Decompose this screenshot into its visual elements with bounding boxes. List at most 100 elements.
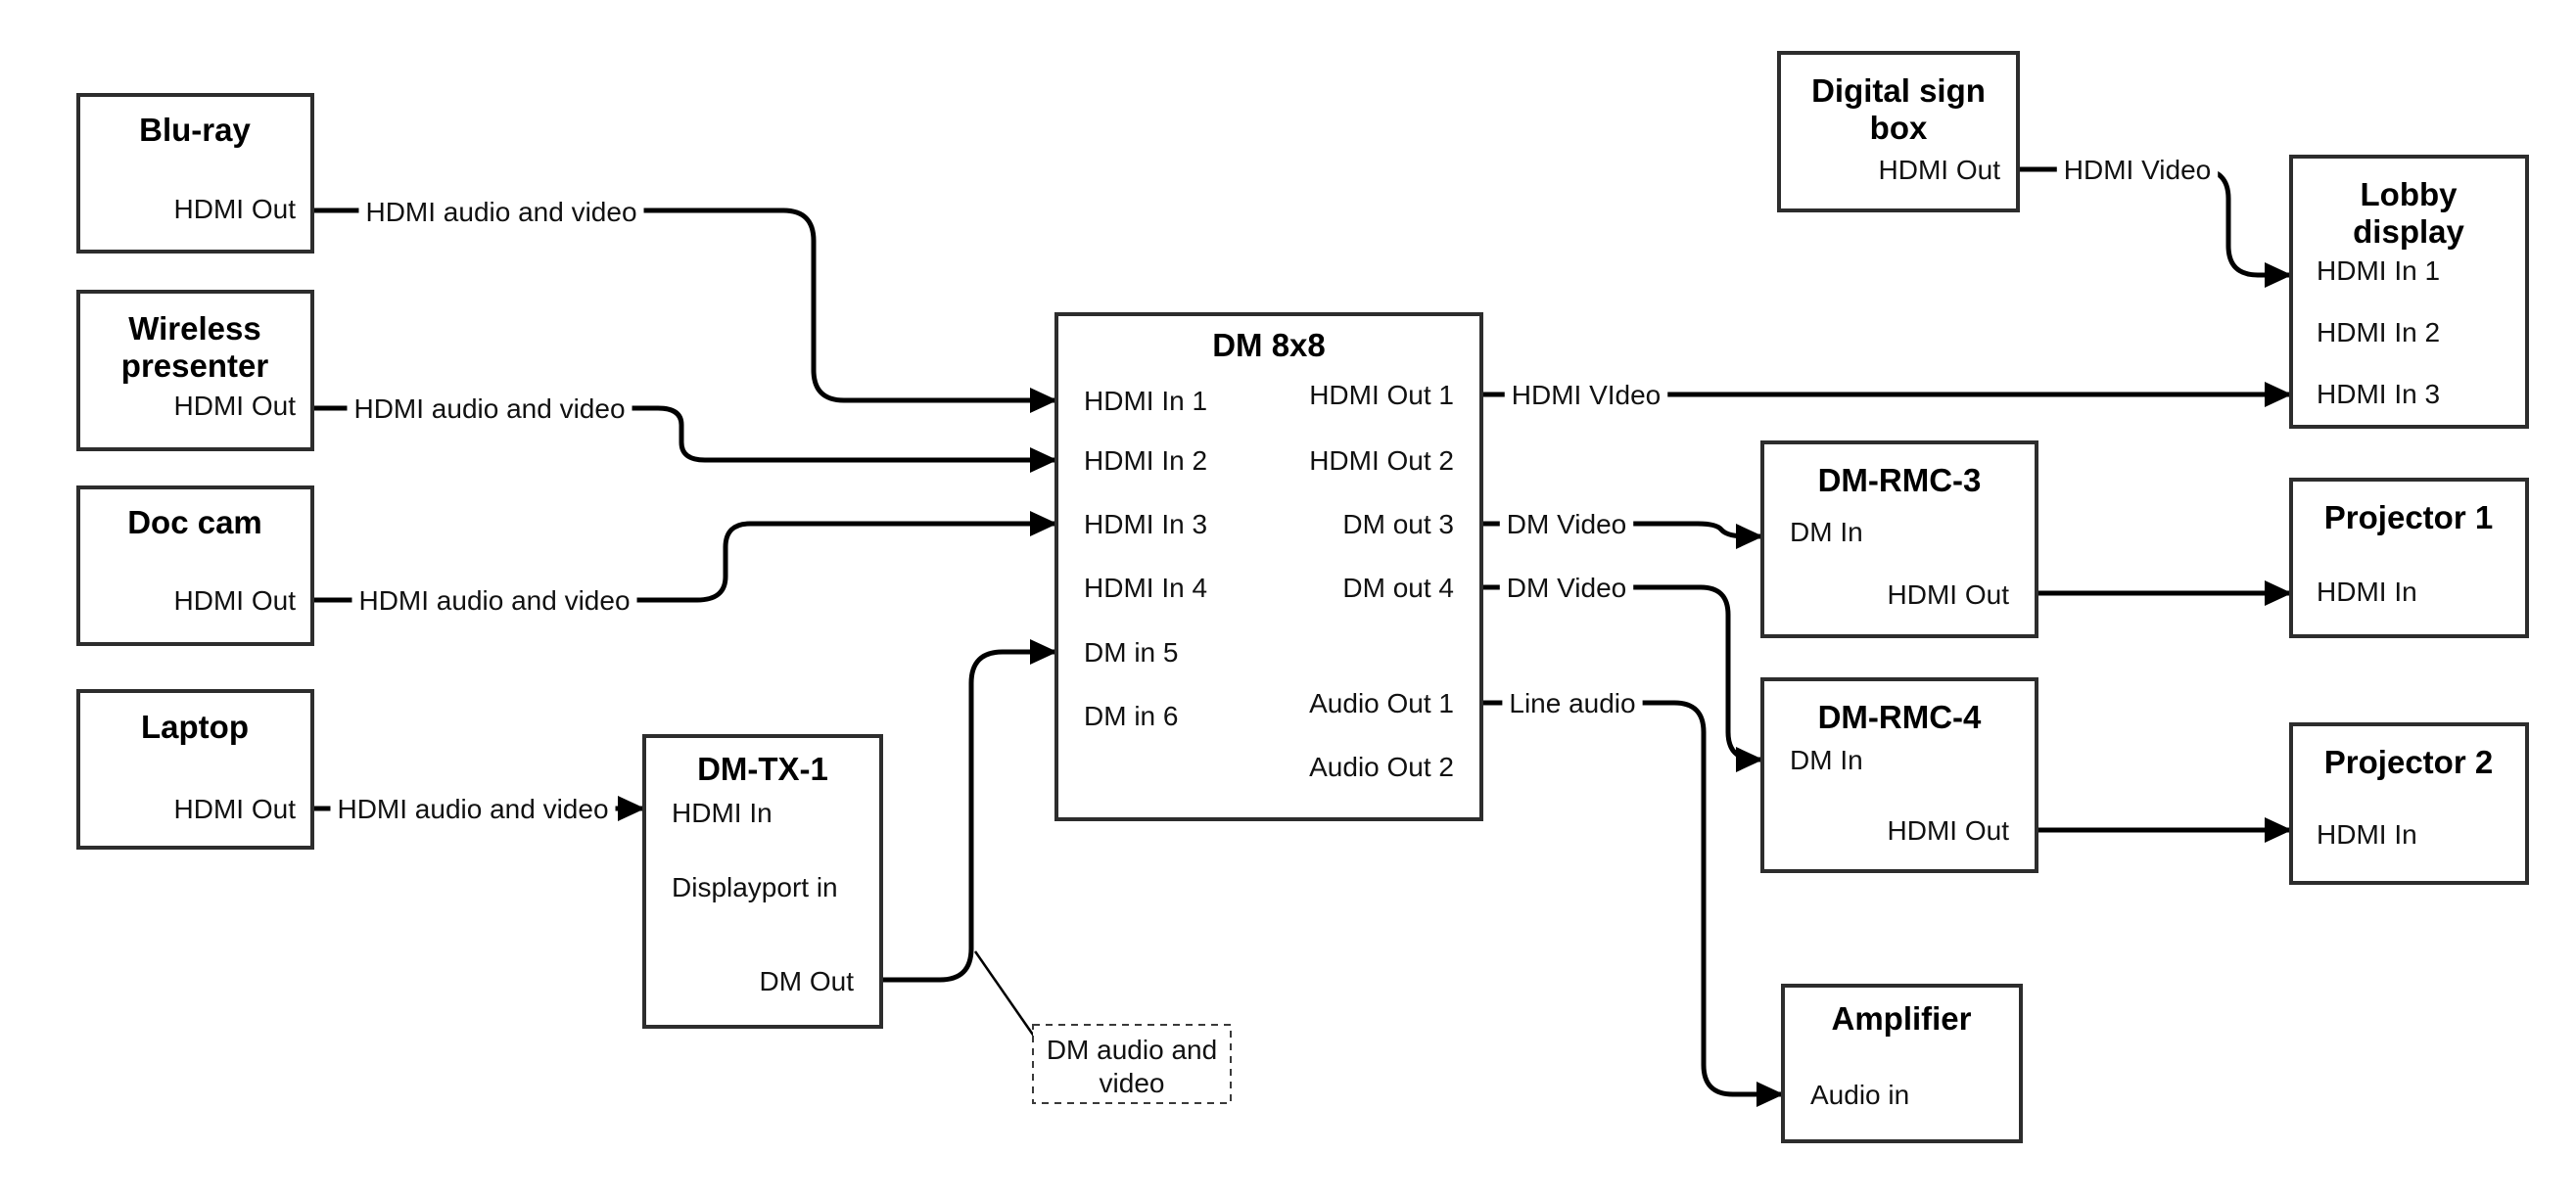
box-wireless-presenter: Wireless presenter HDMI Out [76,290,314,451]
link-dm8x8-out4-to-dmrmc4 [1481,584,1763,772]
box-dmrmc3: DM-RMC-3 DM In HDMI Out [1760,440,2038,638]
label-doccam-link: HDMI audio and video [358,585,630,616]
dm8x8-port-dm-out-3: DM out 3 [1342,509,1454,539]
box-doccam: Doc cam HDMI Out [76,485,314,646]
dmrmc4-outline [1760,677,2038,873]
dmrmc3-port-dm-in: DM In [1790,517,1863,547]
amplifier-outline [1781,984,2023,1143]
projector2-outline [2289,722,2529,885]
dm8x8-port-audio-out-2: Audio Out 2 [1309,752,1454,782]
dm8x8-port-hdmi-in-2: HDMI In 2 [1084,445,1207,476]
callout-dm-audio-video: DM audio and video [1032,1024,1232,1104]
dm8x8-port-audio-out-1: Audio Out 1 [1309,688,1454,718]
label-chip [330,792,616,826]
box-amplifier: Amplifier Audio in [1781,984,2023,1143]
dm8x8-port-dm-out-4: DM out 4 [1342,573,1454,603]
link-dm8x8-out3-to-dmrmc3 [1481,521,1763,549]
label-chip [1499,571,1634,605]
lobby-port-hdmi-in-1: HDMI In 1 [2317,255,2440,286]
link-doccam-to-dm8x8-in3 [312,511,1057,603]
label-line-audio: Line audio [1509,688,1635,718]
dmrmc4-port-hdmi-out: HDMI Out [1888,815,2010,846]
link-dm8x8-aout1-to-amplifier [1481,700,1784,1107]
lobby-outline [2289,155,2529,429]
dm8x8-title: DM 8x8 [1212,327,1326,363]
dmrmc4-title: DM-RMC-4 [1818,699,1982,735]
digitalsign-title-line1: Digital sign [1811,72,1986,109]
callout-outline [1032,1024,1232,1104]
box-dmrmc4: DM-RMC-4 DM In HDMI Out [1760,677,2038,873]
doccam-title: Doc cam [127,504,262,540]
projector1-outline [2289,478,2529,638]
box-projector2: Projector 2 HDMI In [2289,722,2529,885]
wireless-port-hdmi-out: HDMI Out [174,391,297,421]
dm8x8-port-dm-in-5: DM in 5 [1084,637,1178,668]
dmtx1-port-hdmi-in: HDMI In [672,798,773,828]
laptop-title: Laptop [141,709,249,745]
label-bluray-link: HDMI audio and video [365,197,636,227]
box-bluray: Blu-ray HDMI Out [76,93,314,254]
digitalsign-outline [1777,51,2020,212]
amplifier-port-audio-in: Audio in [1810,1080,1909,1110]
doccam-port-hdmi-out: HDMI Out [174,585,297,616]
label-laptop-link: HDMI audio and video [337,794,608,824]
digitalsign-port-hdmi-out: HDMI Out [1879,155,2001,185]
label-chip [358,195,644,229]
callout-text-line1: DM audio and [1047,1035,1217,1065]
amplifier-title: Amplifier [1831,1000,1971,1037]
link-wireless-to-dm8x8-in2 [312,405,1057,473]
dm8x8-port-hdmi-in-1: HDMI In 1 [1084,386,1207,416]
doccam-outline [76,485,314,646]
dmrmc3-port-hdmi-out: HDMI Out [1888,579,2010,610]
dm8x8-port-hdmi-out-2: HDMI Out 2 [1309,445,1454,476]
dm8x8-port-hdmi-out-1: HDMI Out 1 [1309,380,1454,410]
dm8x8-port-dm-in-6: DM in 6 [1084,701,1178,731]
dmrmc3-outline [1760,440,2038,638]
label-chip [1502,686,1643,720]
dmtx1-port-dm-out: DM Out [760,966,855,996]
dmtx1-title: DM-TX-1 [697,751,828,787]
lobby-title-line1: Lobby [2361,176,2459,212]
lobby-port-hdmi-in-3: HDMI In 3 [2317,379,2440,409]
link-dmtx1-to-dm8x8-in5 [881,639,1057,983]
projector2-title: Projector 2 [2324,744,2493,780]
dm8x8-port-hdmi-in-3: HDMI In 3 [1084,509,1207,539]
label-chip [347,392,632,426]
label-dm-video-out4: DM Video [1507,573,1626,603]
bluray-outline [76,93,314,254]
wireless-title-line2: presenter [121,347,269,384]
box-dm8x8: DM 8x8 HDMI In 1 HDMI In 2 HDMI In 3 HDM… [1054,312,1483,821]
dmtx1-port-displayport-in: Displayport in [672,872,838,902]
projector1-title: Projector 1 [2324,499,2493,535]
projector1-port-hdmi-in: HDMI In [2317,577,2417,607]
box-laptop: Laptop HDMI Out [76,689,314,850]
link-bluray-to-dm8x8-in1 [312,208,1057,413]
bluray-title: Blu-ray [139,112,251,148]
label-chip [1499,507,1634,541]
label-chip [1504,378,1668,412]
projector2-port-hdmi-in: HDMI In [2317,819,2417,850]
label-chip [351,583,637,618]
dmrmc3-title: DM-RMC-3 [1818,462,1982,498]
wireless-outline [76,290,314,451]
label-digitalsign-link: HDMI Video [2064,155,2211,185]
laptop-outline [76,689,314,850]
dm8x8-outline [1054,312,1483,821]
callout-text-line2: video [1100,1068,1165,1098]
label-wireless-link: HDMI audio and video [353,393,625,424]
box-lobby-display: Lobby display HDMI In 1 HDMI In 2 HDMI I… [2289,155,2529,429]
laptop-port-hdmi-out: HDMI Out [174,794,297,824]
label-chip [2056,153,2219,187]
wireless-title-line1: Wireless [128,310,260,346]
dmrmc4-port-dm-in: DM In [1790,745,1863,775]
box-digitalsign: Digital sign box HDMI Out [1777,51,2020,212]
dmtx1-outline [642,734,883,1029]
digitalsign-title-line2: box [1870,110,1928,146]
bluray-port-hdmi-out: HDMI Out [174,194,297,224]
box-dmtx1: DM-TX-1 HDMI In Displayport in DM Out [642,734,883,1029]
callout-pointer-line [973,950,1037,1039]
box-projector1: Projector 1 HDMI In [2289,478,2529,638]
lobby-port-hdmi-in-2: HDMI In 2 [2317,317,2440,347]
